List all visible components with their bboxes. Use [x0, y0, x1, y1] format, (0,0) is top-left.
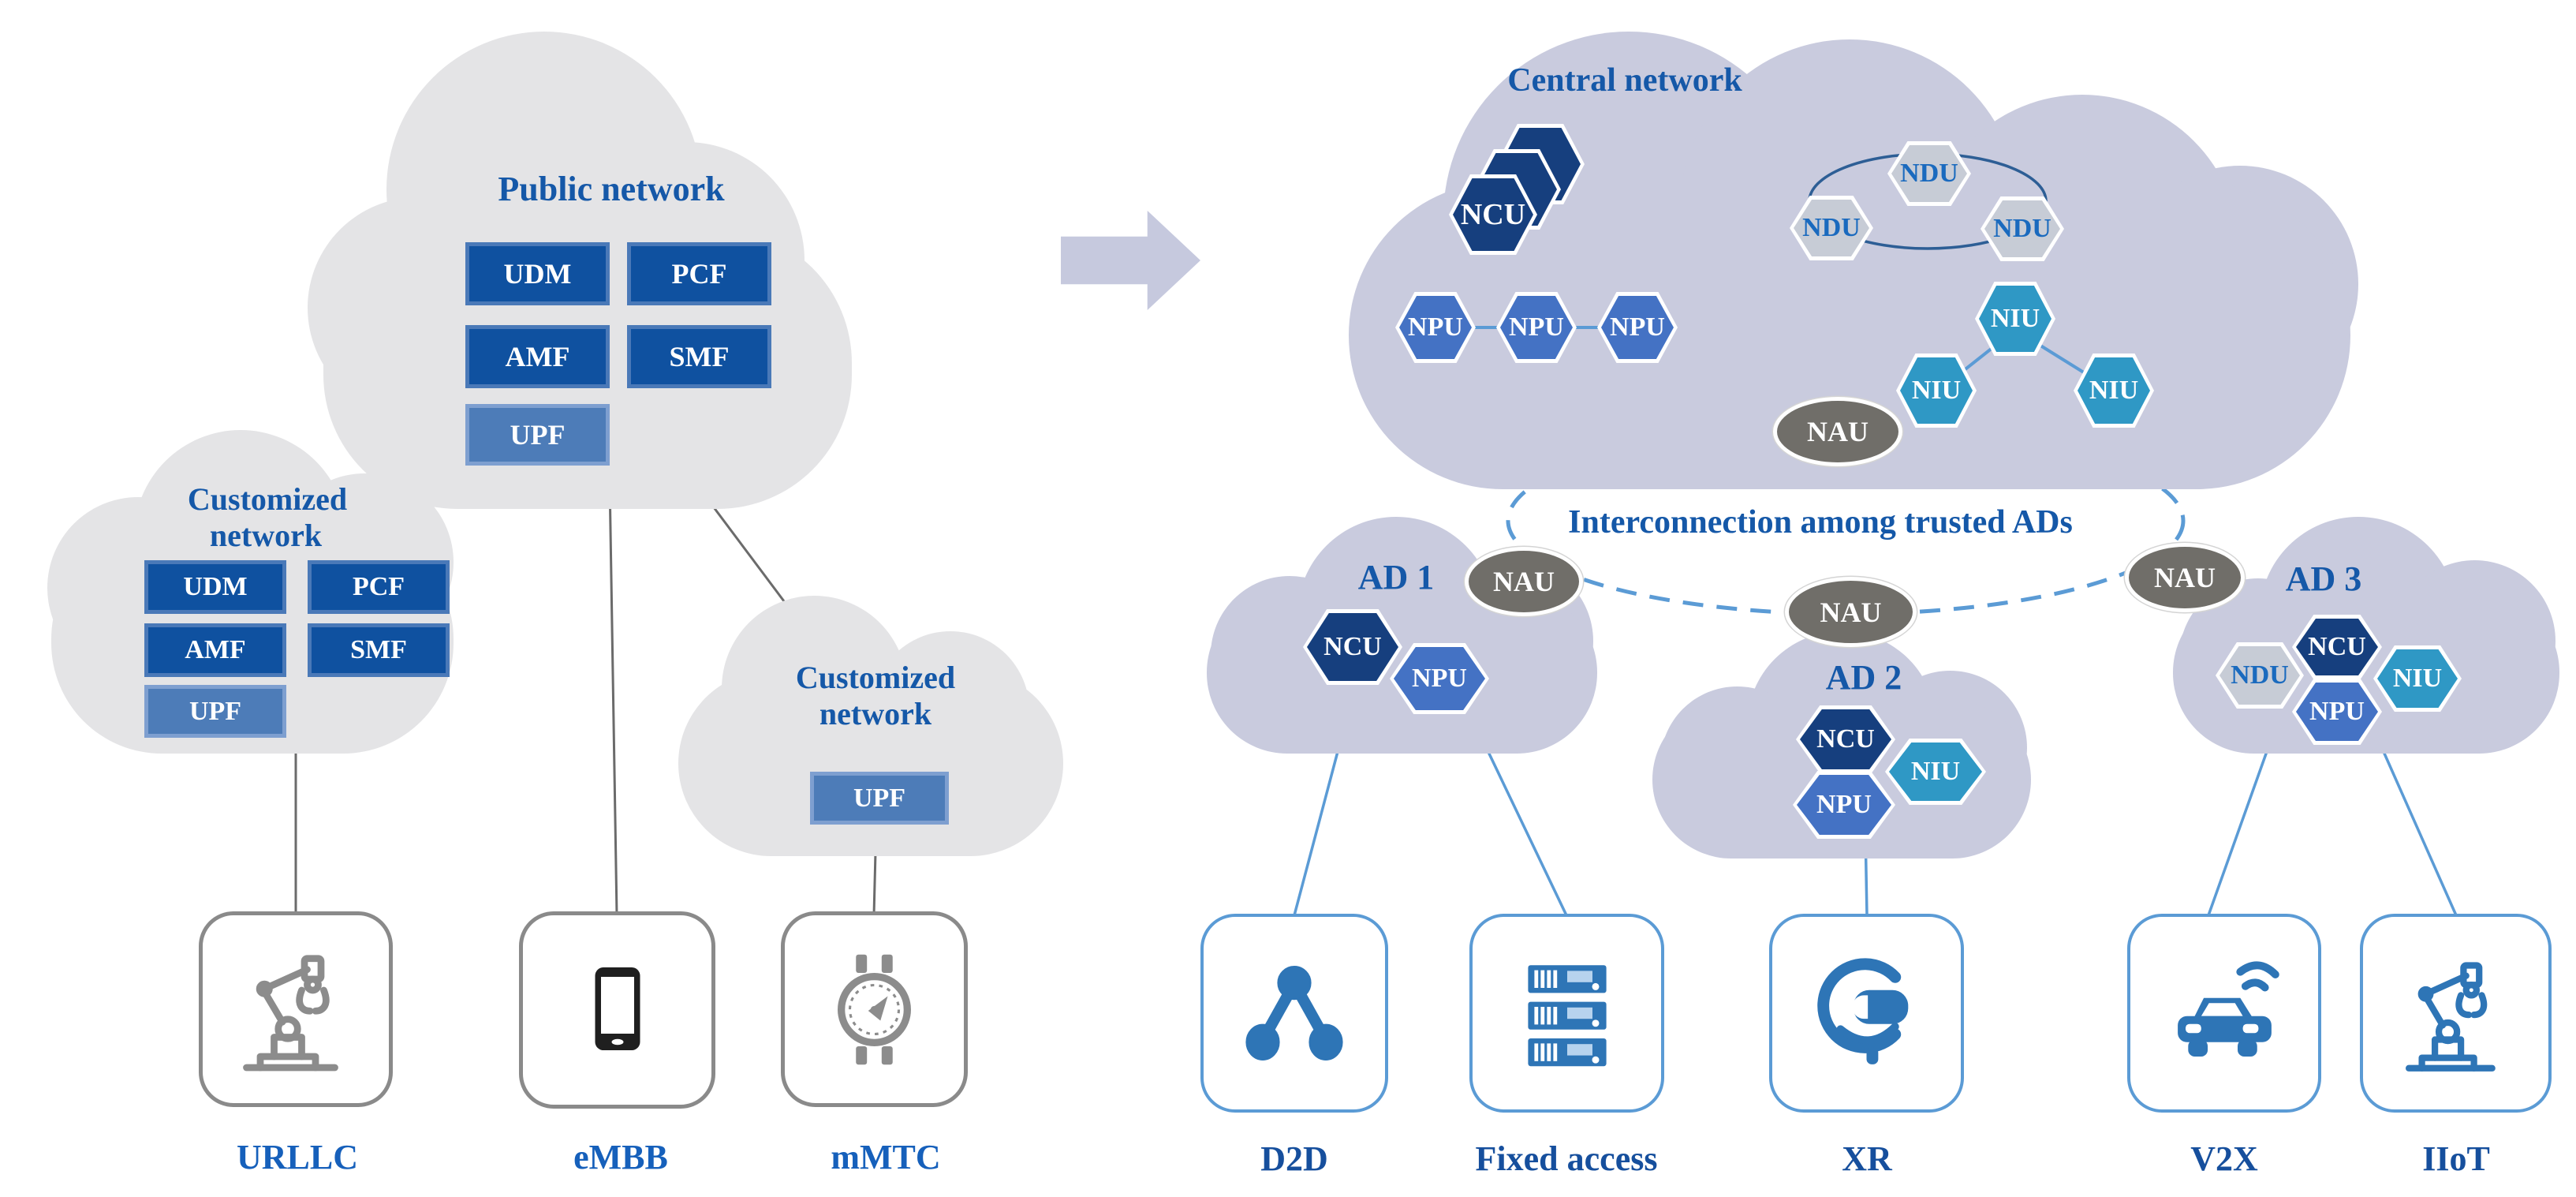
npu-hex: NPU — [1496, 292, 1577, 363]
ncu-stack-front: NCU — [1449, 174, 1537, 255]
service-box-urllc — [199, 911, 393, 1107]
ndu-hex: NDU — [1981, 196, 2064, 261]
d2d-icon — [1245, 966, 1343, 1060]
ndu-hex: NDU — [2216, 642, 2304, 709]
npu-hex: NPU — [2292, 679, 2382, 745]
nau-ellipse-central: NAU — [1773, 397, 1902, 466]
service-box-fixed-access — [1469, 914, 1664, 1113]
customized-network-2-title: Customized — [795, 660, 956, 695]
nf-box-udm: UDM — [465, 242, 610, 305]
service-box-mmtc — [781, 911, 968, 1107]
service-label-fixed-access: Fixed access — [1475, 1139, 1658, 1178]
service-label-v2x: V2X — [2190, 1139, 2258, 1178]
nf-box-amf: AMF — [465, 325, 610, 388]
vr-headset-icon — [1817, 957, 1909, 1064]
niu-hex: NIU — [1975, 282, 2055, 356]
service-label-urllc: URLLC — [236, 1138, 359, 1176]
service-box-xr — [1769, 914, 1964, 1113]
nf-box-smf: SMF — [308, 623, 450, 677]
nf-box-upf: UPF — [810, 772, 949, 825]
robot-arm-icon — [242, 954, 338, 1071]
nf-box-upf: UPF — [465, 404, 610, 466]
ad1-title: AD 1 — [1357, 558, 1435, 597]
npu-hex: NPU — [1793, 771, 1895, 839]
niu-hex: NIU — [2074, 353, 2154, 428]
customized-network-1-title-line2: network — [209, 518, 323, 553]
nau-ellipse-ad2: NAU — [1785, 577, 1917, 647]
nf-box-pcf: PCF — [627, 242, 771, 305]
customized-network-1-title: Customized — [187, 481, 348, 517]
ncu-hex: NCU — [1303, 609, 1402, 685]
nau-ellipse-ad1: NAU — [1465, 547, 1583, 616]
ncu-hex: NCU — [2292, 615, 2382, 679]
interconnection-label: Interconnection among trusted ADs — [1568, 504, 2073, 541]
service-label-iiot: IIoT — [2422, 1139, 2490, 1178]
niu-hex: NIU — [1896, 353, 1977, 428]
ad3-title: AD 3 — [2285, 559, 2362, 598]
public-network-title: Public network — [498, 170, 725, 208]
nf-box-amf: AMF — [144, 623, 286, 677]
central-network-title: Central network — [1507, 62, 1742, 99]
connected-car-icon — [2177, 961, 2279, 1057]
ncu-hex: NCU — [1796, 705, 1895, 773]
service-box-embb — [519, 911, 715, 1109]
nf-box-upf: UPF — [144, 685, 286, 738]
smartphone-icon — [595, 967, 640, 1050]
niu-hex: NIU — [1885, 739, 1986, 805]
service-label-xr: XR — [1842, 1139, 1892, 1178]
npu-hex: NPU — [1390, 643, 1489, 714]
service-label-d2d: D2D — [1260, 1139, 1328, 1178]
service-box-d2d — [1200, 914, 1388, 1113]
customized-network-cloud-2 — [678, 596, 1063, 856]
nf-box-smf: SMF — [627, 325, 771, 388]
service-label-embb: eMBB — [573, 1138, 668, 1176]
npu-hex: NPU — [1597, 292, 1678, 363]
service-label-mmtc: mMTC — [831, 1138, 941, 1176]
nf-box-udm: UDM — [144, 560, 286, 614]
nf-box-pcf: PCF — [308, 560, 450, 614]
service-box-v2x — [2127, 914, 2321, 1113]
nau-ellipse-ad3: NAU — [2125, 543, 2245, 612]
ad2-title: AD 2 — [1825, 658, 1902, 697]
niu-hex: NIU — [2373, 645, 2462, 712]
npu-hex: NPU — [1395, 292, 1476, 363]
customized-network-2-title-line2: network — [819, 696, 932, 731]
robot-arm-icon — [2405, 961, 2496, 1072]
ndu-hex: NDU — [1790, 196, 1873, 260]
service-box-iiot — [2360, 914, 2552, 1113]
smartwatch-icon — [838, 954, 911, 1064]
ndu-hex: NDU — [1887, 141, 1971, 206]
server-rack-icon — [1527, 965, 1607, 1067]
